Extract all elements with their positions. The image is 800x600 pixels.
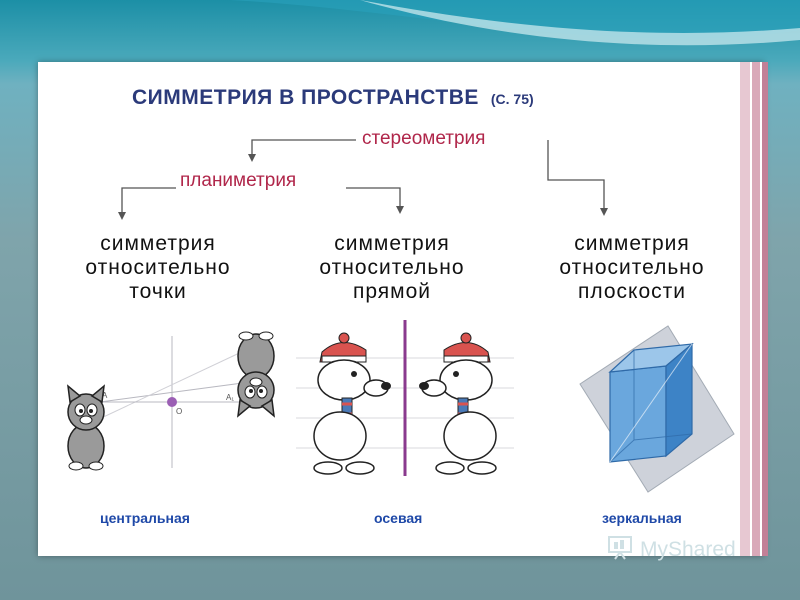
arrow-head — [118, 212, 126, 220]
category-line: относительно — [559, 256, 705, 279]
category-line: точки — [129, 280, 187, 303]
branch-planimetry: планиметрия — [180, 170, 297, 191]
slide-border-stripe — [752, 62, 760, 556]
cube-hidden-edges — [609, 350, 693, 463]
branch-stereometry: стереометрия — [362, 128, 486, 149]
caption-mirror: зеркальная — [602, 510, 682, 526]
title-page-ref: (С. 75) — [490, 91, 534, 107]
arrow-head — [600, 208, 608, 216]
point-label-o: O — [176, 407, 182, 416]
connector-line — [251, 139, 356, 158]
slide-border-stripe — [740, 62, 750, 556]
cat-figure-rotated — [237, 331, 275, 418]
category-line: относительно — [319, 256, 465, 279]
arrow-head — [248, 154, 256, 162]
figure-mirror-symmetry — [579, 325, 735, 493]
category-line: относительно — [85, 256, 231, 279]
connector-line — [346, 187, 401, 210]
category-line-axis: симметрия относительно прямой — [292, 232, 492, 304]
caption-central: центральная — [100, 510, 190, 526]
header-swoosh — [0, 0, 800, 46]
slide-border-stripe — [762, 62, 768, 556]
category-line: симметрия — [574, 232, 690, 255]
dog-figure-mirrored — [419, 332, 497, 475]
caption-axial: осевая — [374, 510, 423, 526]
page-title: СИММЕТРИЯ В ПРОСТРАНСТВЕ (С. 75) — [132, 86, 534, 110]
connector-line — [547, 140, 605, 212]
connecting-line — [79, 347, 251, 429]
category-line: прямой — [352, 280, 432, 303]
point-label-a1: A₁ — [226, 393, 234, 402]
title-text: СИММЕТРИЯ В ПРОСТРАНСТВЕ — [132, 86, 479, 109]
center-point — [167, 397, 177, 407]
figure-central-symmetry: O A A₁ — [67, 331, 275, 471]
category-line: симметрия — [100, 232, 216, 255]
category-point: симметрия относительно точки — [58, 232, 258, 304]
cube-front-face — [609, 365, 667, 463]
point-label-a: A — [102, 391, 108, 400]
diagonal-line — [609, 343, 693, 463]
figure-axial-symmetry — [296, 320, 514, 476]
cat-figure — [67, 384, 105, 471]
connector-line — [121, 187, 176, 216]
category-plane: симметрия относительно плоскости — [532, 232, 732, 304]
category-line: симметрия — [334, 232, 450, 255]
watermark: MyShared — [640, 538, 736, 561]
category-line: плоскости — [578, 280, 686, 303]
presentation-icon — [608, 536, 632, 560]
arrow-head — [396, 206, 404, 214]
dog-figure — [313, 332, 391, 475]
